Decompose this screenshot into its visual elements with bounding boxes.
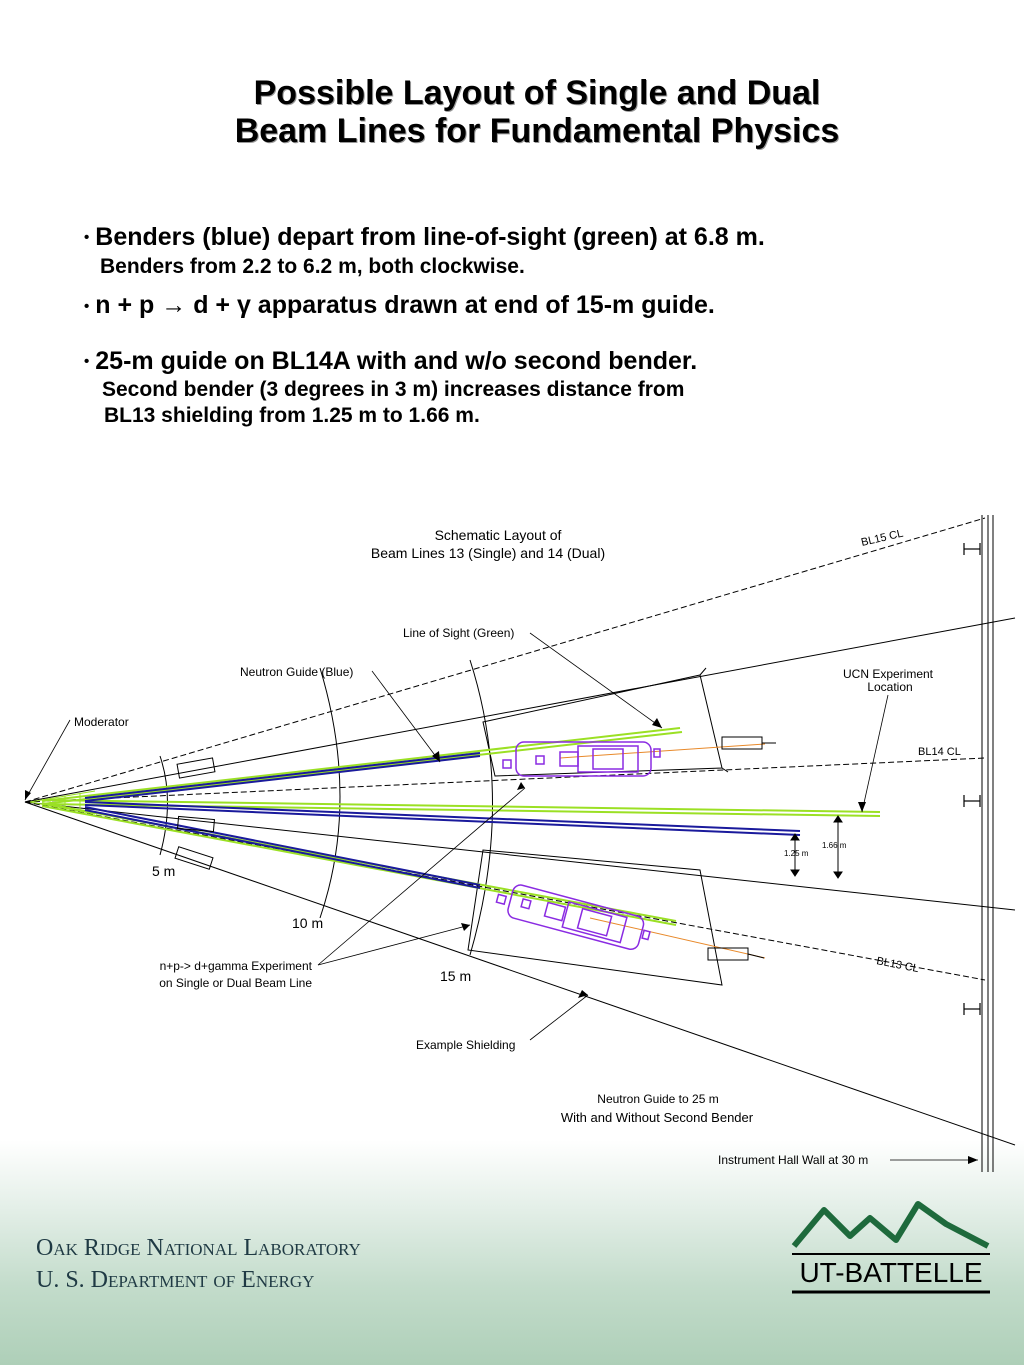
bullet-text: n + p → d + γ apparatus drawn at end of … (95, 291, 715, 320)
experiment-label-line-2: on Single or Dual Beam Line (159, 976, 312, 990)
moderator-hatch (29, 790, 96, 815)
bullet-subtext: Second bender (3 degrees in 3 m) increas… (102, 378, 685, 402)
bl15-label: BL15 CL (860, 528, 904, 549)
ut-battelle-logo: UT-BATTELLE (791, 1201, 990, 1294)
orange-beam-lines (559, 743, 766, 959)
bullet-subtext: BL13 shielding from 1.25 m to 1.66 m. (104, 404, 480, 428)
dist-15m-label: 15 m (440, 968, 471, 984)
bl14-label: BL14 CL (918, 746, 961, 758)
dimension-markers (790, 815, 843, 879)
bl15-centerline (24, 517, 986, 803)
bl14-centerline (24, 757, 986, 803)
ucn-label-line-2: Location (867, 680, 912, 694)
bullet-item: • 25-m guide on BL14A with and w/o second… (84, 346, 984, 429)
bullet-text: 25-m guide on BL14A with and w/o second … (95, 346, 698, 375)
dist-5m-label: 5 m (152, 863, 175, 879)
title-line-1: Possible Layout of Single and Dual (253, 74, 821, 112)
title-line-2: Beam Lines for Fundamental Physics (234, 112, 840, 150)
wall-label: Instrument Hall Wall at 30 m (718, 1153, 868, 1167)
org-line-2: U. S. Department of Energy (36, 1267, 315, 1293)
bullet-list: • Benders (blue) depart from line-of-sigh… (84, 222, 984, 429)
organization-name: Oak Ridge National Laboratory U. S. Depa… (36, 1232, 361, 1296)
neutron-guide-label: Neutron Guide (Blue) (240, 665, 353, 679)
line-of-sight-label: Line of Sight (Green) (403, 626, 514, 640)
org-line-1: Oak Ridge National Laboratory (36, 1235, 361, 1261)
bullet-item: • Benders (blue) depart from line-of-sigh… (84, 222, 984, 280)
callout-leaders (24, 632, 978, 1161)
page-title: Possible Layout of Single and Dual Beam … (0, 74, 1024, 150)
bullet-text: Benders (blue) depart from line-of-sight… (95, 223, 765, 251)
bl13-centerline (24, 801, 986, 981)
beamline-schematic: Schematic Layout of Beam Lines 13 (Singl… (24, 515, 1016, 1172)
logo-text: UT-BATTELLE (799, 1257, 982, 1288)
shielding-label: Example Shielding (416, 1038, 515, 1052)
footer-background (0, 1140, 1024, 1365)
beamline-centerlines (24, 517, 1016, 1146)
arc-15m (469, 659, 493, 956)
guide25-label-line-1: Neutron Guide to 25 m (597, 1092, 718, 1106)
ucn-label-line-1: UCN Experiment (843, 667, 934, 681)
neutron-guides-blue (84, 752, 801, 889)
dim-125-label: 1.25 m (784, 849, 809, 858)
experiment-label-line-1: n+p-> d+gamma Experiment (160, 959, 313, 973)
lower-boundary-line (24, 801, 1016, 1146)
arc-10m (319, 667, 341, 919)
bullet-subtext: Benders from 2.2 to 6.2 m, both clockwis… (100, 255, 525, 279)
bullet-dot-icon: • (84, 353, 90, 371)
callout-arrowheads (25, 718, 978, 1164)
instrument-hall-wall (981, 515, 994, 1172)
shutter-boxes (174, 736, 776, 961)
moderator-label: Moderator (74, 715, 129, 729)
guide25-label-line-2: With and Without Second Bender (561, 1110, 754, 1125)
schematic-title-line-2: Beam Lines 13 (Single) and 14 (Dual) (371, 545, 605, 561)
bullet-item: • n + p → d + γ apparatus drawn at end of… (84, 290, 984, 321)
bullet-dot-icon: • (84, 297, 90, 315)
schematic-title-line-1: Schematic Layout of (435, 527, 562, 543)
middle-boundary-line (24, 801, 1016, 911)
dim-166-label: 1.66 m (822, 841, 847, 850)
mountain-icon (791, 1201, 990, 1249)
upper-boundary-line (24, 617, 1016, 803)
bl13-label: BL13 CL (875, 955, 919, 975)
apparatus-lower (495, 884, 651, 951)
apparatus-upper (502, 741, 661, 777)
wall-markers (963, 543, 981, 1015)
dist-10m-label: 10 m (292, 915, 323, 931)
bullet-dot-icon: • (84, 229, 90, 247)
